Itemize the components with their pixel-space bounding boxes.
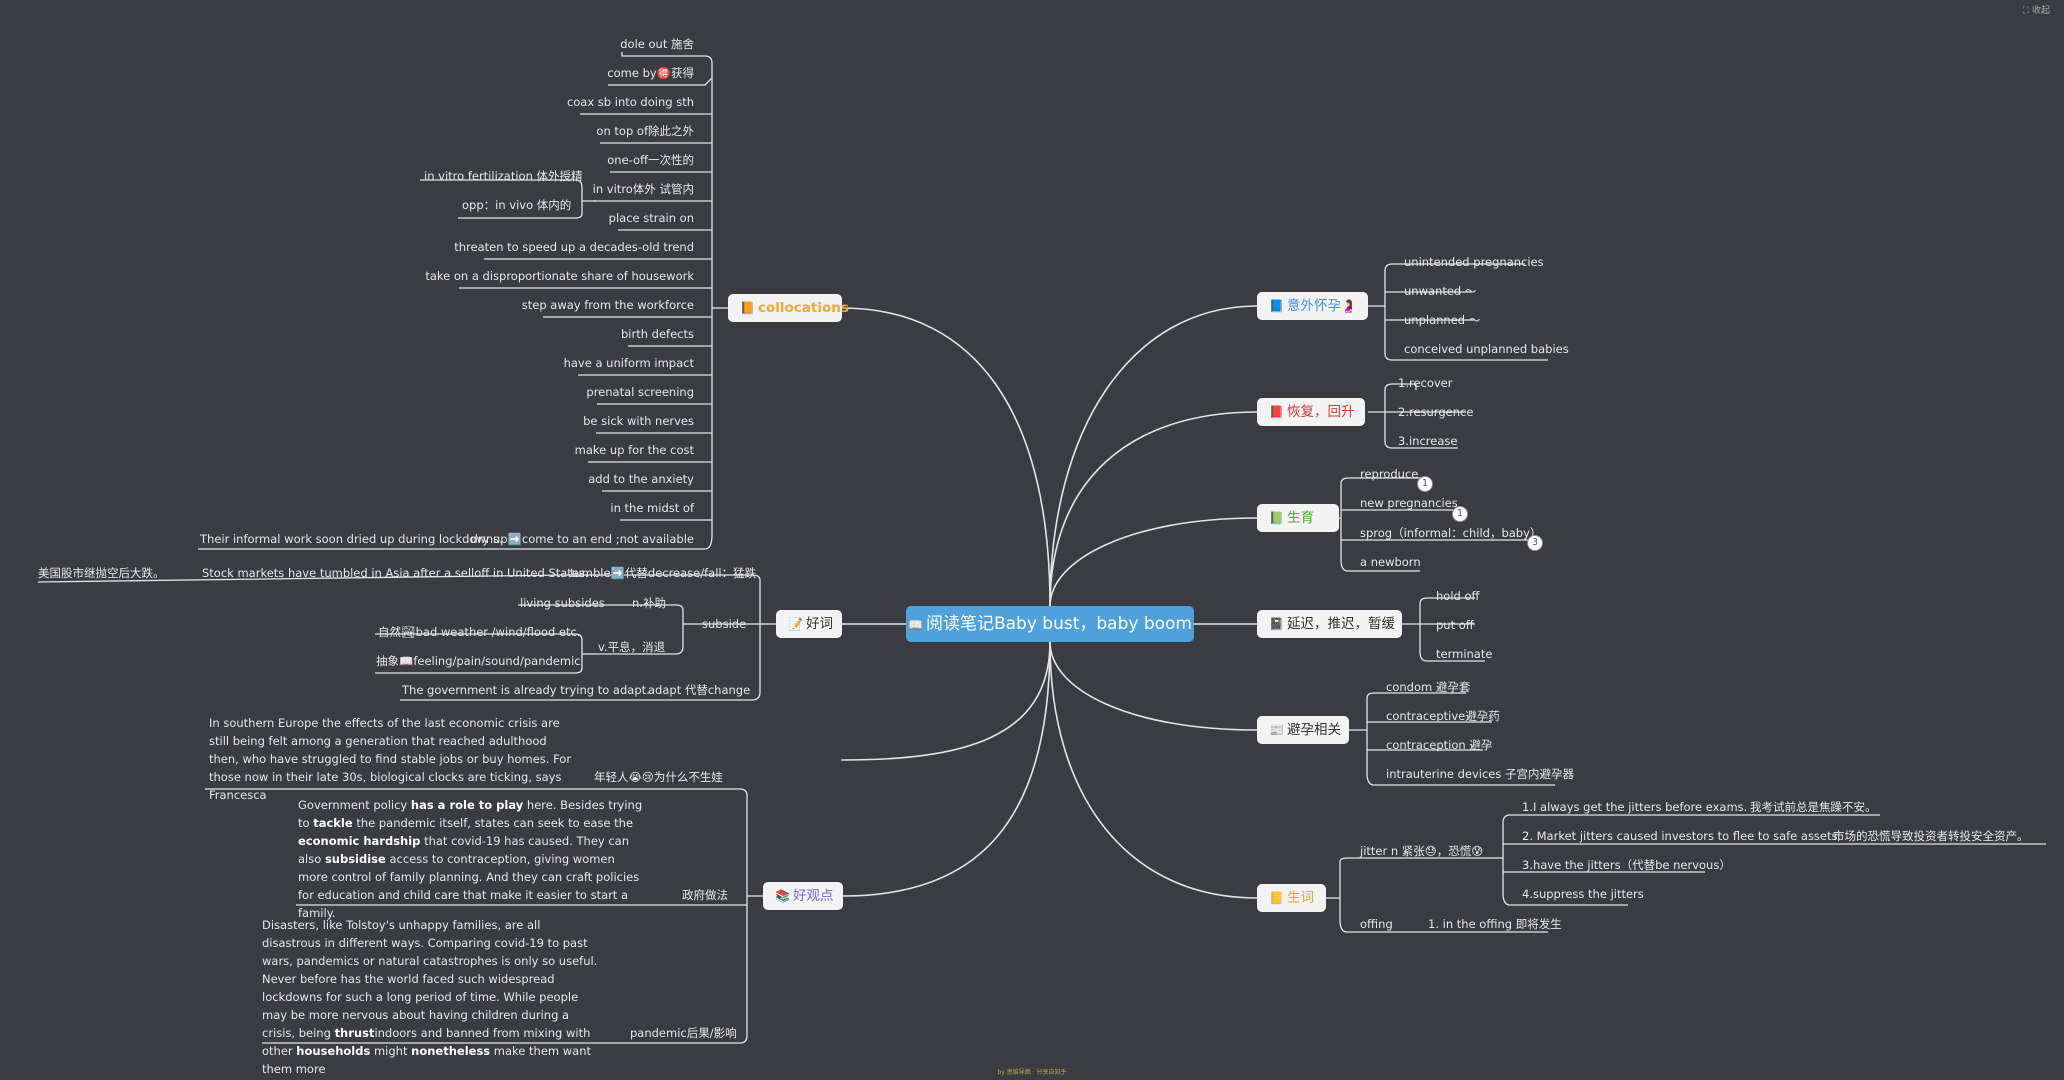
newspaper-icon: 📰	[1269, 723, 1284, 737]
gov-paragraph[interactable]: Government policy has a role to play her…	[298, 798, 643, 920]
book-icon: 📓	[1269, 617, 1284, 631]
huifu-item[interactable]: 1.recover	[1398, 376, 1453, 390]
yiwai-item[interactable]: conceived unplanned babies	[1404, 342, 1569, 356]
topic-haoguandian[interactable]: 📚好观点	[763, 882, 843, 910]
pandemic-label[interactable]: pandemic后果/影响	[630, 1026, 737, 1040]
yiwai-item[interactable]: unwanted ～	[1404, 284, 1477, 298]
collocation-item[interactable]: dry up➡️come to an end ;not available	[470, 532, 694, 546]
count-badge[interactable]: 3	[1527, 535, 1543, 551]
huifu-item[interactable]: 2.resurgence	[1398, 405, 1474, 419]
yiwai-item[interactable]: unplanned ～	[1404, 313, 1481, 327]
topic-shengyu[interactable]: 📗生育	[1257, 504, 1339, 532]
collocation-item[interactable]: birth defects	[621, 327, 694, 341]
topic-yiwai[interactable]: 📘意外怀孕🤰	[1257, 292, 1368, 320]
subside-noun-example[interactable]: living subsides	[520, 596, 605, 610]
root-title: 阅读笔记Baby bust，baby boom	[925, 614, 1192, 634]
shengyu-item[interactable]: sprog（informal：child，baby）	[1360, 526, 1542, 540]
jitter-label[interactable]: jitter n 紧张😓，恐慌😰	[1360, 844, 1484, 858]
yellow-book-icon: 📒	[1269, 891, 1284, 905]
shengyu-item[interactable]: new pregnancies	[1360, 496, 1458, 510]
pandemic-paragraph[interactable]: Disasters, like Tolstoy's unhappy famili…	[262, 918, 598, 1076]
yanchi-item[interactable]: hold off	[1436, 589, 1480, 603]
green-book-icon: 📗	[1269, 511, 1284, 525]
pencil-icon: 📝	[788, 617, 803, 631]
dry-up-example[interactable]: Their informal work soon dried up during…	[200, 532, 503, 546]
pregnant-icon: 🤰	[1340, 299, 1356, 313]
tumble-label[interactable]: tumble➡️代替decrease/fall：猛跌	[570, 566, 757, 580]
biyun-item[interactable]: condom 避孕套	[1386, 680, 1471, 694]
collocation-item[interactable]: be sick with nerves	[583, 414, 694, 428]
yanchi-item[interactable]: put off	[1436, 618, 1474, 632]
topic-collocations[interactable]: 📙collocations	[728, 294, 849, 322]
subside-verb[interactable]: v.平息，消退	[598, 640, 666, 654]
jitter-translation[interactable]: 市场的恐慌导致投资者转投安全资产。	[1833, 829, 2029, 843]
collocation-item[interactable]: come by🉐获得	[607, 66, 694, 80]
in-vitro-child[interactable]: opp：in vivo 体内的	[462, 198, 572, 212]
subside-verb-example[interactable]: 自然🏞bad weather /wind/flood etc.	[378, 625, 581, 639]
yiwai-item[interactable]: unintended pregnancies	[1404, 255, 1544, 269]
collocation-item[interactable]: dole out 施舍	[620, 37, 694, 51]
adapt-label[interactable]: adapt 代替change	[648, 683, 751, 697]
books-icon: 📚	[775, 889, 790, 903]
collapse-corner-label[interactable]: ⛶ 收起	[2022, 6, 2050, 16]
collocation-item[interactable]: on top of除此之外	[596, 124, 694, 138]
offing-label[interactable]: offing	[1360, 917, 1393, 931]
collocation-item[interactable]: coax sb into doing sth	[566, 95, 694, 109]
young-paragraph[interactable]: In southern Europe the effects of the la…	[209, 716, 572, 802]
in-vitro-child[interactable]: in vitro fertilization 体外授精	[424, 169, 583, 183]
offing-item[interactable]: 1. in the offing 即将发生	[1428, 917, 1562, 931]
jitter-example[interactable]: 3.have the jitters（代替be nervous）	[1522, 858, 1731, 872]
adapt-example[interactable]: The government is already trying to adap…	[402, 683, 650, 697]
collocation-item[interactable]: make up for the cost	[574, 443, 694, 457]
shengyu-item[interactable]: reproduce	[1360, 467, 1419, 481]
tumble-translation[interactable]: 美国股市继抛空后大跌。	[38, 566, 165, 580]
gov-label[interactable]: 政府做法	[682, 888, 728, 902]
tumble-example[interactable]: Stock markets have tumbled in Asia after…	[202, 566, 589, 580]
biyun-item[interactable]: contraceptive避孕药	[1386, 709, 1500, 723]
topic-shengci[interactable]: 📒生词	[1257, 884, 1326, 912]
collocation-item[interactable]: take on a disproportionate share of hous…	[425, 269, 694, 283]
topic-yanchi[interactable]: 📓延迟，推迟，暂缓	[1257, 610, 1402, 638]
biyun-item[interactable]: intrauterine devices 子宫内避孕器	[1386, 767, 1575, 781]
collocation-item[interactable]: have a uniform impact	[563, 356, 694, 370]
count-badge[interactable]: 1	[1417, 476, 1433, 492]
blue-book-icon: 📘	[1269, 299, 1284, 313]
shengyu-item[interactable]: a newborn	[1360, 555, 1421, 569]
topic-haoci[interactable]: 📝好词	[776, 610, 842, 638]
root-topic[interactable]: 📖阅读笔记Baby bust，baby boom	[906, 606, 1194, 642]
jitter-example[interactable]: 2. Market jitters caused investors to fl…	[1522, 829, 1842, 843]
topic-biyun[interactable]: 📰避孕相关	[1257, 716, 1349, 744]
red-book-icon: 📕	[1269, 405, 1284, 419]
yanchi-item[interactable]: terminate	[1436, 647, 1493, 661]
collocation-item[interactable]: threaten to speed up a decades-old trend	[454, 240, 694, 254]
jitter-translation[interactable]: 我考试前总是焦躁不安。	[1750, 800, 1877, 814]
subside-label[interactable]: subside	[702, 617, 747, 631]
jitter-example[interactable]: 4.suppress the jitters	[1522, 887, 1644, 901]
collocation-item[interactable]: one-off一次性的	[607, 153, 694, 167]
collocation-item[interactable]: place strain on	[608, 211, 694, 225]
jitter-example[interactable]: 1.I always get the jitters before exams.	[1522, 800, 1748, 814]
collocation-item[interactable]: prenatal screening	[586, 385, 694, 399]
count-badge[interactable]: 1	[1452, 506, 1468, 522]
footer-credit: by 思维导图 · 分享自知乎	[997, 1069, 1067, 1076]
collocation-item[interactable]: in vitro体外 试管内	[592, 182, 694, 196]
huifu-item[interactable]: 3.increase	[1398, 434, 1458, 448]
collocation-item[interactable]: step away from the workforce	[521, 298, 694, 312]
biyun-item[interactable]: contraception 避孕	[1386, 738, 1493, 752]
collocation-item[interactable]: add to the anxiety	[588, 472, 694, 486]
orange-book-icon: 📙	[740, 301, 755, 315]
topic-huifu[interactable]: 📕恢复，回升	[1257, 398, 1365, 426]
open-book-icon: 📖	[908, 618, 923, 632]
subside-noun[interactable]: n.补助	[632, 596, 666, 610]
young-label[interactable]: 年轻人😭😢为什么不生娃	[594, 770, 723, 784]
subside-verb-example[interactable]: 抽象📖feeling/pain/sound/pandemic	[376, 654, 581, 668]
collocation-item[interactable]: in the midst of	[610, 501, 694, 515]
